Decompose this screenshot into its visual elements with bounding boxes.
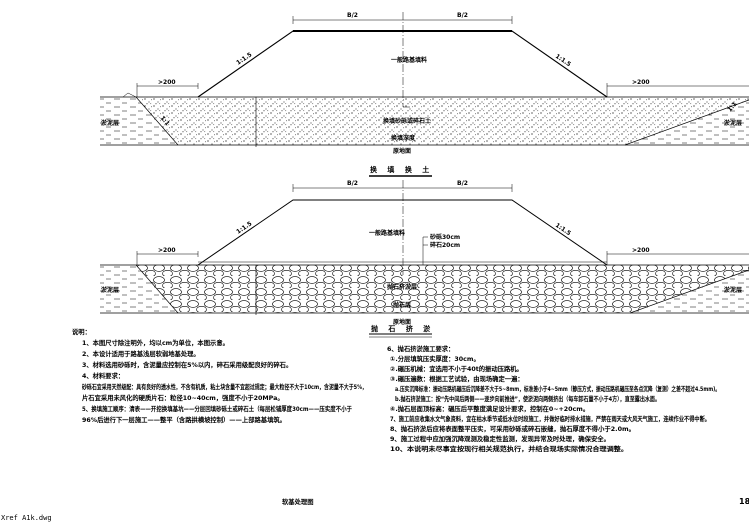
natural-ground-label: 原地面 xyxy=(393,147,411,155)
side-label-right: 淤泥层 xyxy=(724,119,742,127)
dim-half-width-right: B/2 xyxy=(457,12,468,19)
page-number: 18 xyxy=(739,497,749,506)
note-item: 4、材料要求： xyxy=(82,371,124,380)
depth-label: 换填深度 xyxy=(391,134,416,142)
xref-label: Xref A1k.dwg xyxy=(1,514,52,522)
note-item: 9、施工过程中应加强沉降观测及稳定性监测，发现异常及时处理，确保安全。 xyxy=(390,434,610,443)
dim-half-width-left: B/2 xyxy=(347,180,358,187)
notes-left: 说明： 1、本图尺寸除注明外，均以cm为单位，本图示意。 2、本设计适用于路基浅… xyxy=(72,327,367,424)
layer1-label: 砂砾30cm xyxy=(429,233,460,241)
section2-title: 抛 石 挤 淤 xyxy=(371,324,434,333)
stone-label: 抛石挤淤层 xyxy=(387,283,417,291)
notes-header: 说明： xyxy=(72,327,91,336)
note-item: 2、本设计适用于路基浅层软弱地基处理。 xyxy=(82,349,200,358)
note-item: 96%后进行下一层施工——整平（含路拱横坡控制）——上部路基填筑。 xyxy=(82,415,286,424)
berm-left: >200 xyxy=(158,247,176,254)
depth-label: 抛石层 xyxy=(393,301,411,309)
note-item: ④.抛石层面顶标高：碾压后平整度满足设计要求，控制在0~+20cm。 xyxy=(390,404,589,413)
note-item: ②.碾压机械：宜选用不小于40t的振动压路机。 xyxy=(390,364,523,373)
note-item: 10、本说明未尽事宜按现行相关规范执行，并结合现场实际情况合理调整。 xyxy=(390,444,628,453)
replace-label: 换填砂砾或碎石土 xyxy=(383,117,431,125)
note-item: 3、材料选用砂砾时，含泥量应控制在5%以内，碎石采用级配良好的碎石。 xyxy=(82,360,292,369)
berm-right: >200 xyxy=(632,247,650,254)
fill-label: 一般路基填料 xyxy=(369,229,405,237)
note-item: 6、抛石挤淤施工要求： xyxy=(387,344,454,353)
side-label-left: 淤泥层 xyxy=(101,119,119,127)
layer2-label: 碎石20cm xyxy=(430,241,460,249)
berm-left: >200 xyxy=(158,79,176,86)
berm-right: >200 xyxy=(632,79,650,86)
natural-ground-label: 原地面 xyxy=(393,318,411,326)
note-item: a.压实沉降标准：振动压路机碾压后沉降差不大于5~8mm，标准差小于4~5mm（… xyxy=(395,384,720,393)
section-riprap: B/2 B/2 1:1.5 1:1.5 >200 >200 一般路基填料 砂砾3… xyxy=(100,180,749,338)
dim-half-width-left: B/2 xyxy=(347,12,358,19)
note-item: 5、换填施工顺序：清表——开挖换填基坑——分层回填砂砾土或碎石土（每层松铺厚度3… xyxy=(82,404,353,413)
side-label-right: 淤泥层 xyxy=(724,286,742,294)
note-item: 8、抛石挤淤后应将表面整平压实，可采用砂砾或碎石嵌缝，抛石厚度不得小于2.0m。 xyxy=(390,424,635,433)
note-item: b.抛石挤淤施工：按“先中间后两侧——逐步向前推进”，使淤泥向两侧挤出（每车卸石… xyxy=(395,394,660,403)
note-item: ①.分层填筑压实厚度：30cm。 xyxy=(390,354,480,363)
dim-half-width-right: B/2 xyxy=(457,180,468,187)
section1-title: 换 填 换 土 xyxy=(370,165,433,174)
drawing-name: 软基处理图 xyxy=(282,497,313,506)
notes-right: 6、抛石挤淤施工要求： ①.分层填筑压实厚度：30cm。 ②.碾压机械：宜选用不… xyxy=(387,344,720,453)
note-item: ③.碾压遍数：根据工艺试验，由现场确定一遍： xyxy=(390,374,524,383)
side-label-left: 淤泥层 xyxy=(101,286,119,294)
note-item: 1、本图尺寸除注明外，均以cm为单位，本图示意。 xyxy=(82,338,229,347)
note-item: 7、施工前应收集水文气象资料，宜在枯水季节或低水位时段施工，并做好临时排水措施，… xyxy=(390,414,710,423)
note-item: 砂砾石宜采用天然级配：具有良好的透水性，不含有机质，粘土块含量不宜超过规定；最大… xyxy=(82,382,367,391)
section-replacement: B/2 B/2 1:1.5 1:1.5 >200 >200 一般路基填料 换填砂… xyxy=(100,12,749,177)
fill-label: 一般路基填料 xyxy=(391,56,427,64)
note-item: 片石宜采用未风化的硬质片石：粒径10~40cm，强度不小于20MPa。 xyxy=(82,393,284,402)
